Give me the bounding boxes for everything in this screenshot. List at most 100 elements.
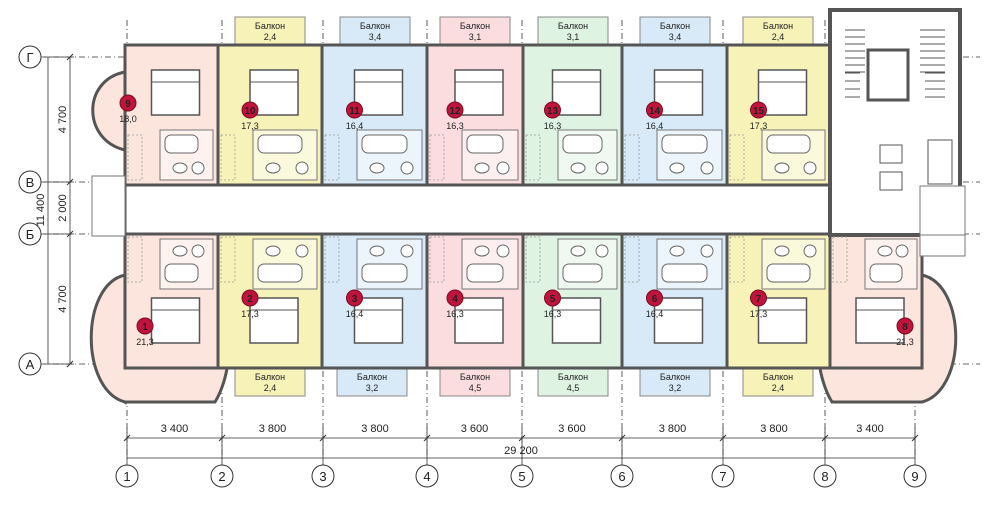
- balcony: [336, 367, 408, 397]
- balcony: [639, 367, 711, 397]
- balcony: [439, 367, 511, 397]
- sink: [877, 245, 893, 257]
- room-area: 18,0: [119, 114, 137, 124]
- dim-bottom: 3 800: [259, 423, 287, 435]
- room-number: 9: [125, 99, 131, 110]
- furniture: [127, 69, 918, 344]
- room-area: 16,3: [446, 309, 464, 319]
- room-badge: [241, 289, 259, 307]
- balcony-label: Балкон: [660, 372, 690, 382]
- wardrobe: [729, 134, 745, 181]
- wardrobe: [429, 134, 445, 181]
- axis-marker-v: [813, 464, 837, 488]
- room-number: 4: [452, 294, 458, 305]
- room-badge: [346, 289, 363, 307]
- wardrobe: [729, 236, 745, 283]
- toilet: [400, 244, 414, 258]
- axis-label-v: 5: [518, 469, 525, 484]
- axis-marker-v: [610, 464, 634, 488]
- bathtub: [257, 134, 303, 154]
- dimensions: 29 200 11 400: [35, 57, 915, 459]
- toilet: [803, 161, 817, 175]
- axis-label-h: Г: [26, 50, 33, 65]
- dim-slash: [618, 434, 626, 442]
- axis-marker-v: [415, 464, 439, 488]
- corridor-end-left: [91, 175, 126, 237]
- wardrobe: [624, 236, 640, 283]
- bathtub: [361, 263, 408, 283]
- bathtub: [164, 134, 199, 154]
- room-number: 1: [142, 322, 148, 333]
- balcony-area: 3,1: [469, 32, 482, 42]
- dim-bottom: 3 400: [856, 423, 884, 435]
- sink: [570, 162, 586, 174]
- bathtub: [661, 134, 708, 154]
- bed: [653, 297, 704, 344]
- room-area: 16,4: [346, 309, 364, 319]
- balcony-area: 2,4: [772, 383, 785, 393]
- room-number: 5: [550, 294, 556, 305]
- bed: [855, 297, 905, 344]
- dim-bottom: 3 800: [361, 423, 389, 435]
- sink: [369, 245, 385, 257]
- bed: [757, 297, 808, 344]
- balcony-label: Балкон: [255, 372, 285, 382]
- room-number: 15: [753, 106, 765, 117]
- axis-label-h: В: [26, 175, 35, 190]
- bathtub: [766, 134, 811, 154]
- room-number: 10: [244, 106, 256, 117]
- bathtub: [869, 263, 903, 283]
- axis-marker-v: [311, 464, 335, 488]
- sink: [474, 245, 490, 257]
- bed: [454, 297, 504, 344]
- balcony: [742, 367, 814, 397]
- balcony-area: 3,4: [669, 32, 682, 42]
- room-area: 17,3: [241, 121, 259, 131]
- axis-label-v: 9: [911, 469, 918, 484]
- room-area: 16,4: [646, 121, 664, 131]
- axis-marker-h: [18, 352, 42, 376]
- dim-left: 4 700: [57, 106, 69, 134]
- room-badge: [544, 289, 561, 307]
- toilet: [191, 244, 205, 258]
- axis-marker-v: [711, 464, 735, 488]
- room-badge: [544, 101, 561, 119]
- room-badge: [446, 101, 464, 119]
- room-badges: 121,3217,3316,4416,3516,3616,4717,3821,3…: [119, 94, 914, 347]
- toilet: [700, 244, 714, 258]
- dim-slash: [66, 360, 74, 368]
- wardrobe: [429, 236, 445, 283]
- bathtub: [661, 263, 708, 283]
- toilet: [700, 161, 714, 175]
- axis-label-h: А: [26, 357, 35, 372]
- dim-left-total: 11 400: [35, 194, 47, 227]
- balcony: [537, 16, 609, 46]
- sink: [172, 245, 188, 257]
- balcony-label: Балкон: [357, 372, 387, 382]
- sink: [172, 162, 188, 174]
- wardrobe: [525, 236, 541, 283]
- axis-label-v: 3: [319, 469, 326, 484]
- balcony-label: Балкон: [558, 21, 588, 31]
- dim-slash: [719, 434, 727, 442]
- balcony-area: 4,5: [567, 383, 580, 393]
- axis-marker-h: [18, 222, 42, 246]
- room-area: 17,3: [750, 309, 768, 319]
- balcony-area: 2,4: [264, 383, 277, 393]
- balconies-top: Балкон2,4Балкон3,4Балкон3,1Балкон3,1Балк…: [234, 16, 814, 46]
- axis-marker-v: [210, 464, 234, 488]
- room-number: 12: [449, 106, 461, 117]
- balcony-area: 3,4: [369, 32, 382, 42]
- balcony: [742, 16, 814, 46]
- balcony-label: Балкон: [360, 21, 390, 31]
- room-area: 16,3: [446, 121, 464, 131]
- room-area: 21,3: [136, 337, 154, 347]
- balcony-label: Балкон: [460, 372, 490, 382]
- balcony-label: Балкон: [255, 21, 285, 31]
- toilet: [496, 161, 510, 175]
- axis-label-v: 2: [218, 469, 225, 484]
